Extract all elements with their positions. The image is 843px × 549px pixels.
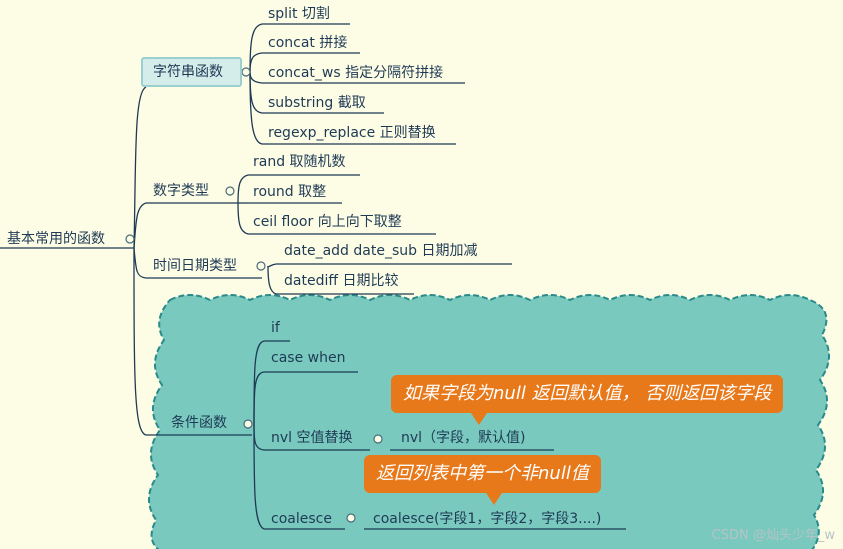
collapse-handle[interactable]: [225, 186, 235, 196]
child-connector: [267, 265, 277, 295]
child-connector: [253, 371, 265, 425]
branch-date-types[interactable]: 时间日期类型: [153, 258, 237, 274]
leaf-substring[interactable]: substring 截取: [268, 95, 366, 111]
branch-number-types[interactable]: 数字类型: [153, 183, 209, 199]
leaf-round[interactable]: round 取整: [253, 184, 327, 200]
collapse-handle[interactable]: [346, 513, 356, 523]
collapse-handle[interactable]: [256, 261, 266, 271]
child-connector: [249, 71, 263, 84]
callout-nvl-text: 如果字段为null 返回默认值， 否则返回该字段: [403, 383, 772, 404]
callout-nvl-note: 如果字段为null 返回默认值， 否则返回该字段: [391, 375, 784, 425]
child-connector: [249, 71, 263, 145]
leaf-regexp-replace[interactable]: regexp_replace 正则替换: [268, 125, 436, 141]
callout-tail: [486, 493, 502, 505]
leaf-rand[interactable]: rand 取随机数: [253, 154, 346, 170]
leaf-date-add-sub[interactable]: date_add date_sub 日期加减: [284, 243, 478, 259]
root-connector: [133, 247, 147, 436]
watermark: CSDN @灿头少年_w: [711, 528, 835, 543]
leaf-case-when[interactable]: case when: [271, 350, 346, 366]
leaf-ceil-floor[interactable]: ceil floor 向上向下取整: [253, 214, 402, 230]
child-connector: [267, 263, 277, 268]
leaf-coalesce-signature[interactable]: coalesce(字段1，字段2，字段3....): [373, 511, 602, 527]
root-connector: [133, 86, 147, 249]
child-connector: [237, 174, 249, 204]
leaf-concat-ws[interactable]: concat_ws 指定分隔符拼接: [268, 65, 444, 81]
collapse-handle[interactable]: [241, 67, 251, 77]
leaf-nvl-signature[interactable]: nvl（字段，默认值): [401, 430, 526, 446]
leaf-split[interactable]: split 切割: [268, 6, 330, 22]
child-connector: [237, 202, 249, 235]
root-node[interactable]: 基本常用的函数: [7, 231, 105, 247]
callout-coalesce-text: 返回列表中第一个非null值: [376, 463, 589, 484]
leaf-concat[interactable]: concat 拼接: [268, 35, 348, 51]
branch-string-functions[interactable]: 字符串函数: [153, 64, 223, 80]
collapse-handle[interactable]: [125, 234, 135, 244]
cloud-boundary: [148, 294, 830, 549]
collapse-handle[interactable]: [373, 434, 383, 444]
leaf-nvl[interactable]: nvl 空值替换: [271, 430, 353, 446]
selected-node-highlight: [141, 57, 242, 87]
callout-tail: [471, 413, 487, 425]
child-connector: [249, 52, 263, 73]
callout-coalesce-note: 返回列表中第一个非null值: [364, 455, 601, 505]
root-connector: [133, 247, 147, 279]
child-connector: [253, 423, 265, 530]
leaf-datediff[interactable]: datediff 日期比较: [284, 273, 399, 289]
root-connector: [133, 202, 147, 249]
leaf-if[interactable]: if: [271, 320, 280, 336]
collapse-handle[interactable]: [243, 419, 253, 429]
leaf-coalesce[interactable]: coalesce: [271, 511, 332, 527]
child-connector: [249, 23, 263, 73]
branch-conditional-functions[interactable]: 条件函数: [171, 415, 227, 431]
